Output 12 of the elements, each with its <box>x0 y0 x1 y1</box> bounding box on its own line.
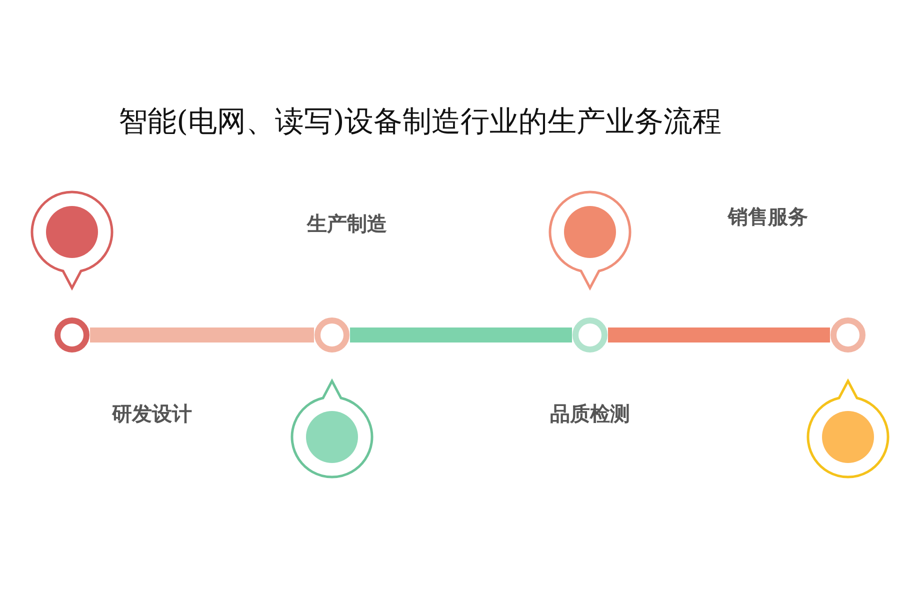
title: 智能(电网、读写)设备制造行业的生产业务流程 <box>118 103 722 140</box>
ring-marker <box>572 317 608 353</box>
connector-bar <box>350 328 572 342</box>
stage-label: 销售服务 <box>728 204 808 230</box>
ring-marker <box>54 317 90 353</box>
stage-label: 研发设计 <box>112 400 192 428</box>
ring-marker <box>314 317 350 353</box>
stage-label: 品质检测 <box>550 400 630 428</box>
connector-bar <box>90 328 314 342</box>
stage-label: 生产制造 <box>307 210 387 238</box>
connector-bar <box>608 328 830 342</box>
ring-marker <box>830 317 866 353</box>
